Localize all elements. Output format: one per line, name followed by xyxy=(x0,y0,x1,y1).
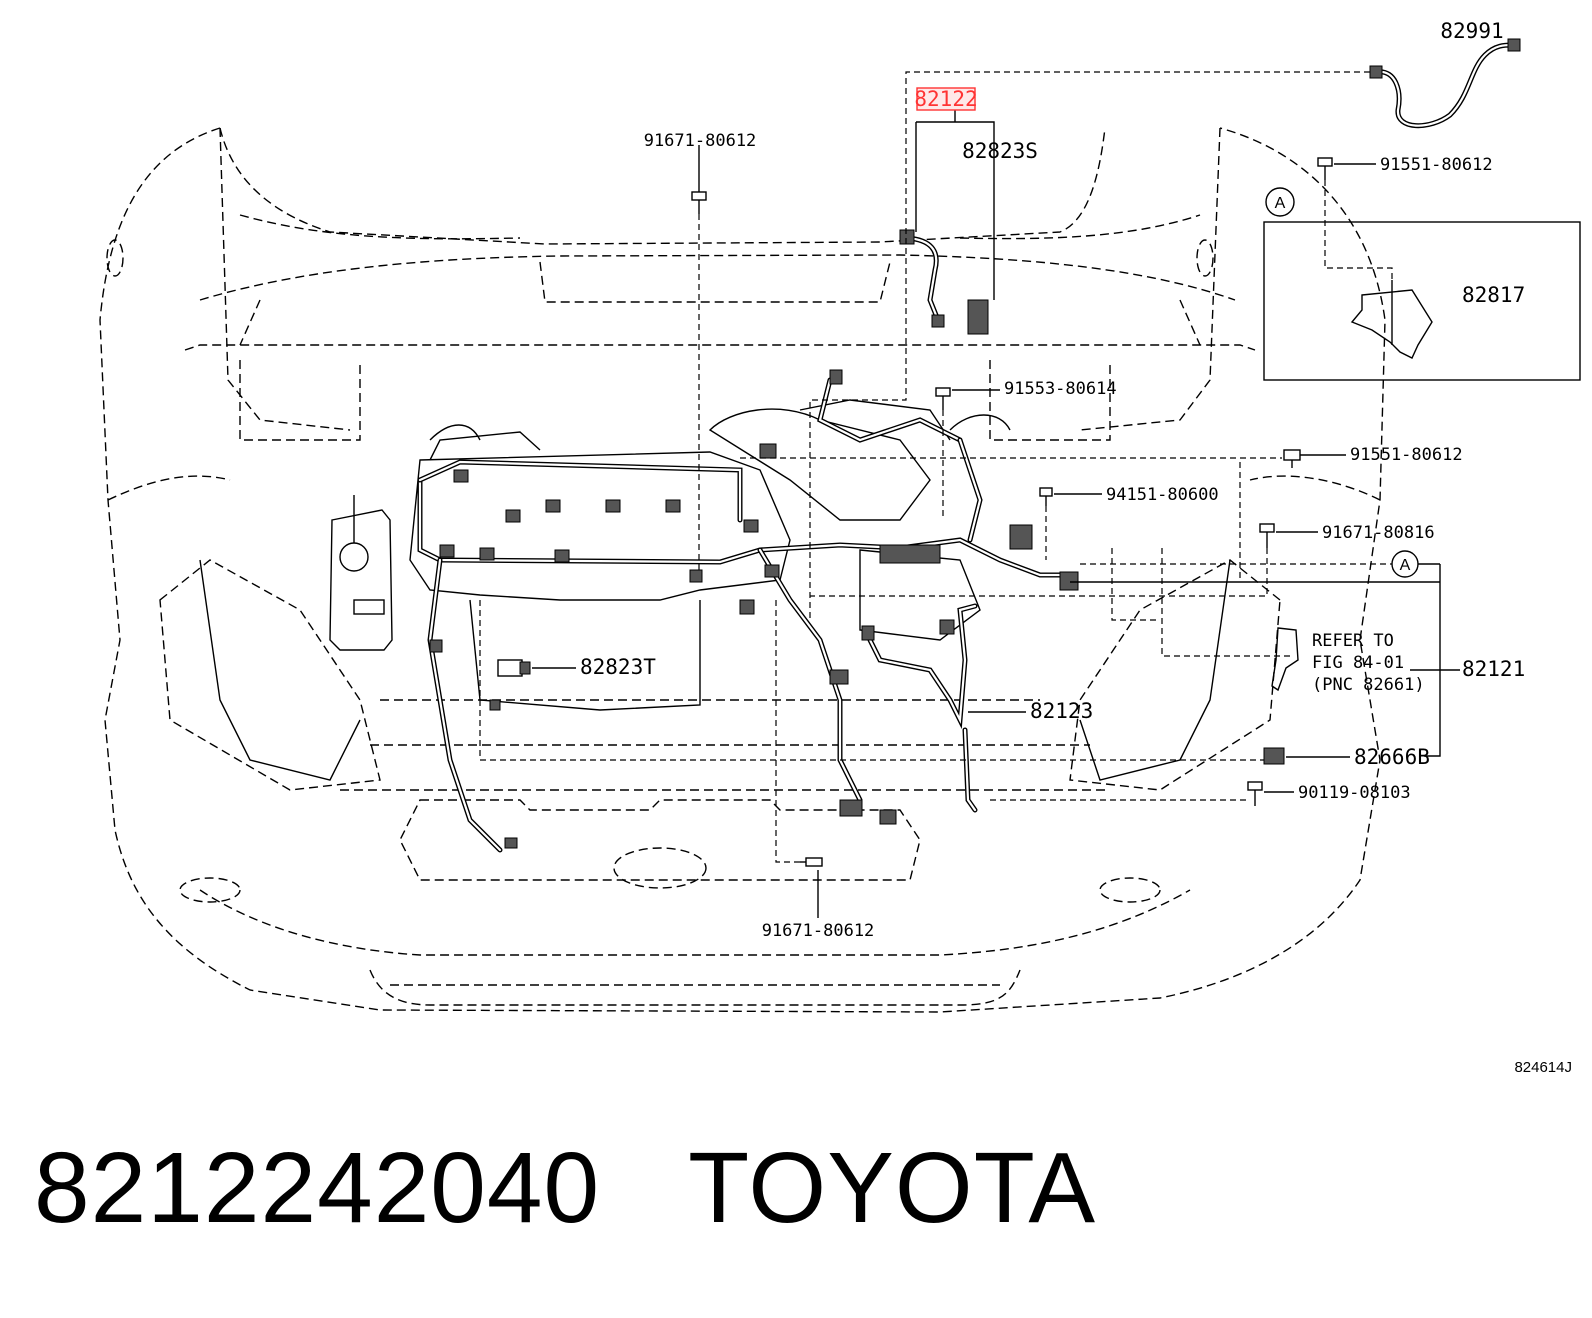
label-82823S: 82823S xyxy=(962,139,1038,163)
coolant-reservoir xyxy=(329,509,393,651)
engine-wire-harness xyxy=(417,369,1079,853)
label-82121: 82121 xyxy=(1462,657,1525,681)
callout-a-right: A xyxy=(1391,550,1419,578)
drawing-code: 824614J xyxy=(1514,1059,1572,1076)
harness-82122 xyxy=(899,229,989,335)
callout-letter: A xyxy=(1400,557,1411,574)
label-82666B: 82666B xyxy=(1354,745,1430,769)
label-82991: 82991 xyxy=(1440,19,1503,43)
label-91671-80612-top: 91671-80612 xyxy=(644,131,757,151)
label-82823T: 82823T xyxy=(580,655,656,679)
refer-bracket xyxy=(1271,627,1299,692)
label-91671-80612-bottom: 91671-80612 xyxy=(762,921,875,941)
bolt-icon xyxy=(1247,781,1263,806)
caption-part-number: 8212242040 xyxy=(34,1132,601,1244)
detail-box-a xyxy=(1263,180,1581,381)
part-labels: 82991 82122 82823S 91671-80612 91551-806… xyxy=(580,19,1572,1076)
highlight-box-82122 xyxy=(916,87,976,111)
label-91551-80612-top: 91551-80612 xyxy=(1380,155,1493,175)
cable-82991 xyxy=(1369,38,1521,129)
caption: 8212242040 TOYOTA xyxy=(34,1128,1096,1248)
label-82817: 82817 xyxy=(1462,283,1525,307)
caption-brand: TOYOTA xyxy=(688,1132,1097,1244)
bolt-icon xyxy=(691,191,707,214)
connector-82823T xyxy=(497,659,531,677)
fasteners xyxy=(497,157,1333,867)
clip-icon xyxy=(1263,747,1285,765)
label-94151-80600: 94151-80600 xyxy=(1106,485,1219,505)
car-body-outline xyxy=(99,127,1386,1013)
bolt-icon xyxy=(800,857,823,867)
refer-line-2: FIG 84-01 xyxy=(1312,653,1404,673)
bolt-icon xyxy=(1317,157,1333,180)
callout-letter: A xyxy=(1275,195,1286,212)
label-90119-08103: 90119-08103 xyxy=(1298,783,1411,803)
harness-82123 xyxy=(861,603,978,813)
callout-a-top: A xyxy=(1265,187,1295,217)
refer-line-1: REFER TO xyxy=(1312,631,1394,651)
label-82122: 82122 xyxy=(914,87,977,111)
refer-line-3: (PNC 82661) xyxy=(1312,675,1425,695)
bolt-icon xyxy=(1259,523,1275,548)
bolt-icon xyxy=(935,387,951,410)
label-91671-80816: 91671-80816 xyxy=(1322,523,1435,543)
leader-lines xyxy=(479,71,1460,918)
label-91553-80614: 91553-80614 xyxy=(1004,379,1117,399)
bolt-icon xyxy=(1283,449,1301,468)
connector-82823S xyxy=(967,299,989,335)
label-91551-80612-mid: 91551-80612 xyxy=(1350,445,1463,465)
label-82123: 82123 xyxy=(1030,699,1093,723)
bolt-icon xyxy=(1039,487,1053,506)
